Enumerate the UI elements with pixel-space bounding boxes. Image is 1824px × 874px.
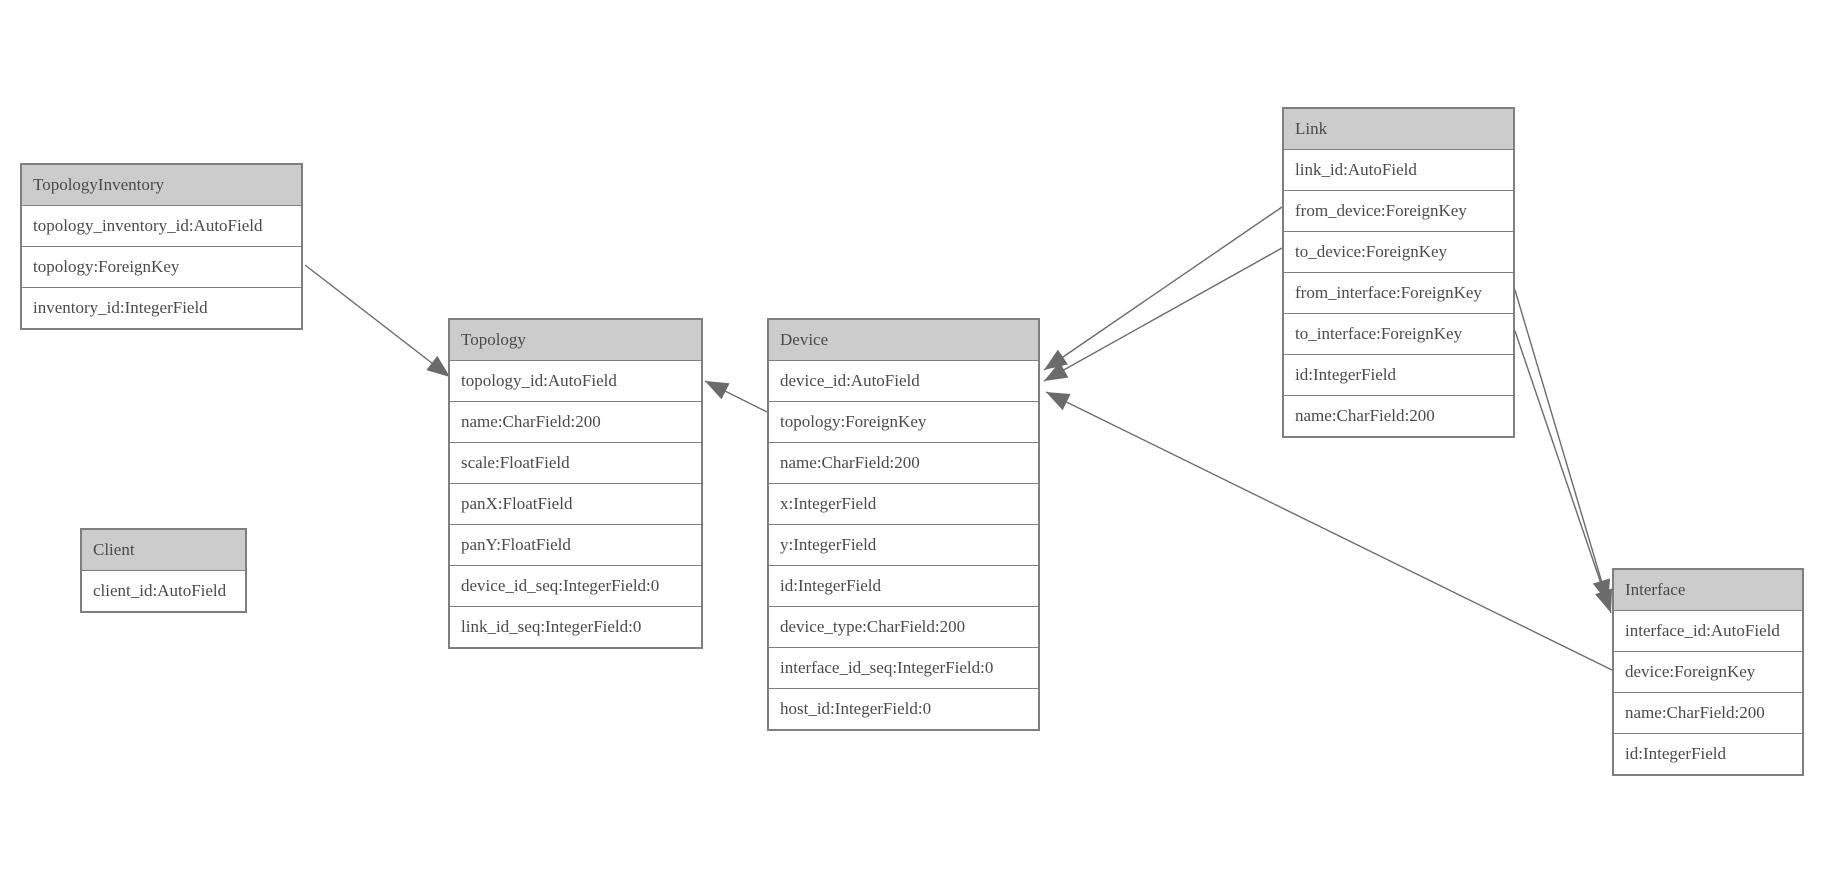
field-row: device:ForeignKey (1614, 651, 1802, 692)
field-row: to_interface:ForeignKey (1284, 313, 1513, 354)
field-row: interface_id_seq:IntegerField:0 (769, 647, 1038, 688)
entity-topologyinventory: TopologyInventory topology_inventory_id:… (20, 163, 303, 330)
field-row: panX:FloatField (450, 483, 701, 524)
field-row: host_id:IntegerField:0 (769, 688, 1038, 729)
field-row: name:CharField:200 (1614, 692, 1802, 733)
field-row: topology:ForeignKey (769, 401, 1038, 442)
field-row: device_type:CharField:200 (769, 606, 1038, 647)
field-row: y:IntegerField (769, 524, 1038, 565)
field-row: interface_id:AutoField (1614, 610, 1802, 651)
field-row: x:IntegerField (769, 483, 1038, 524)
entity-link-title: Link (1284, 109, 1513, 149)
field-row: device_id_seq:IntegerField:0 (450, 565, 701, 606)
field-row: topology_inventory_id:AutoField (22, 205, 301, 246)
field-row: scale:FloatField (450, 442, 701, 483)
field-row: client_id:AutoField (82, 570, 245, 611)
field-row: topology:ForeignKey (22, 246, 301, 287)
field-row: from_device:ForeignKey (1284, 190, 1513, 231)
field-row: device_id:AutoField (769, 360, 1038, 401)
relation-topologyinventory-topology (304, 264, 451, 378)
field-row: id:IntegerField (769, 565, 1038, 606)
relation-interface-device (1045, 391, 1613, 671)
field-row: id:IntegerField (1614, 733, 1802, 774)
entity-client: Client client_id:AutoField (80, 528, 247, 613)
entity-device: Device device_id:AutoField topology:Fore… (767, 318, 1040, 731)
entity-link: Link link_id:AutoField from_device:Forei… (1282, 107, 1515, 438)
entity-topologyinventory-title: TopologyInventory (22, 165, 301, 205)
field-row: name:CharField:200 (450, 401, 701, 442)
field-row: panY:FloatField (450, 524, 701, 565)
field-row: topology_id:AutoField (450, 360, 701, 401)
relation-link-fromdevice-device (1043, 206, 1283, 371)
entity-client-title: Client (82, 530, 245, 570)
field-row: name:CharField:200 (769, 442, 1038, 483)
field-row: from_interface:ForeignKey (1284, 272, 1513, 313)
relation-link-tointerface-interface (1514, 330, 1613, 614)
field-row: link_id:AutoField (1284, 149, 1513, 190)
field-row: inventory_id:IntegerField (22, 287, 301, 328)
field-row: to_device:ForeignKey (1284, 231, 1513, 272)
field-row: id:IntegerField (1284, 354, 1513, 395)
relation-link-todevice-device (1043, 247, 1283, 382)
field-row: link_id_seq:IntegerField:0 (450, 606, 701, 647)
entity-topology: Topology topology_id:AutoField name:Char… (448, 318, 703, 649)
entity-interface: Interface interface_id:AutoField device:… (1612, 568, 1804, 776)
entity-topology-title: Topology (450, 320, 701, 360)
entity-device-title: Device (769, 320, 1038, 360)
relation-device-topology (704, 380, 768, 413)
field-row: name:CharField:200 (1284, 395, 1513, 436)
entity-interface-title: Interface (1614, 570, 1802, 610)
relation-link-frominterface-interface (1514, 289, 1611, 604)
